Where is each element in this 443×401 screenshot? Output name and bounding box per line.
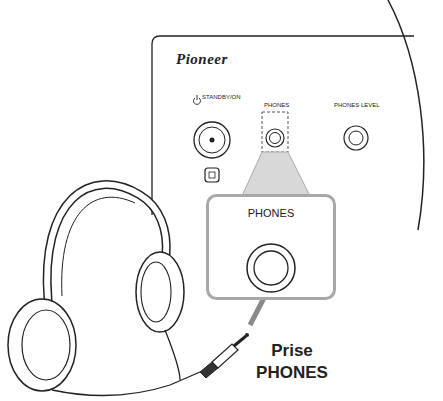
callout-label: PHONES	[248, 208, 294, 219]
jack-label: PHONES LEVEL	[334, 102, 380, 108]
callout-box: PHONES	[206, 194, 336, 300]
brand-logo: Pioneer	[176, 52, 228, 67]
button-label: STANDBY/ON	[202, 94, 241, 100]
jack-label: PHONES	[264, 102, 289, 108]
part-name: Prise PHONES	[237, 340, 347, 384]
